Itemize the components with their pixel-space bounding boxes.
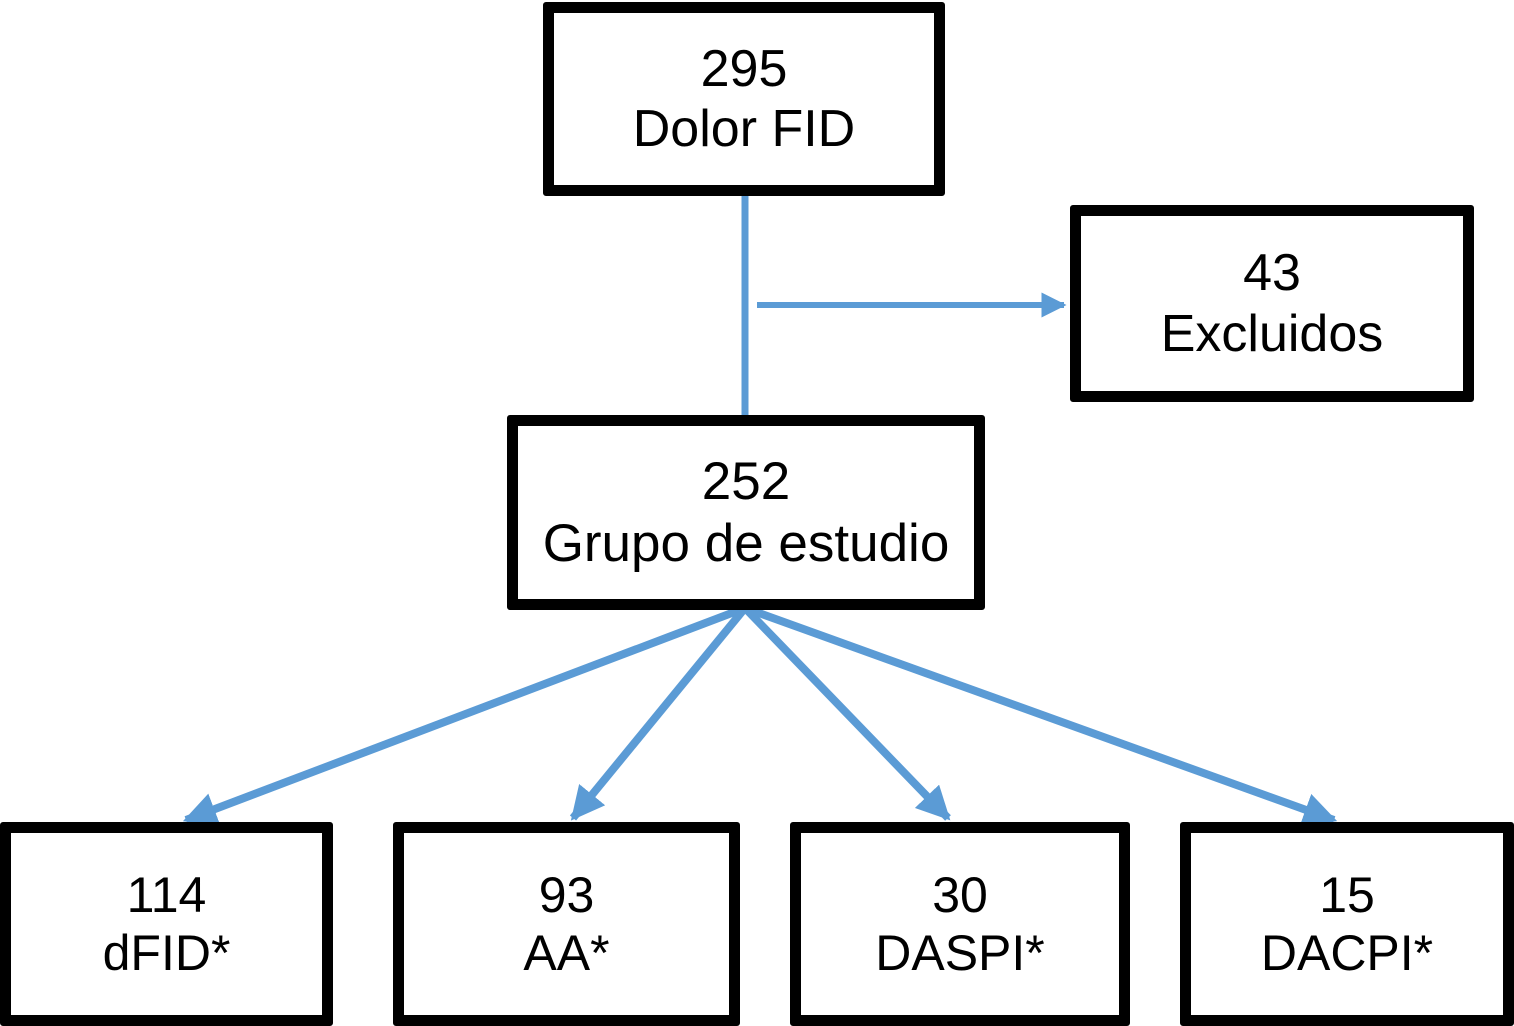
node-count: 30 [932,867,988,923]
node-label: Dolor FID [632,100,856,158]
node-label: Grupo de estudio [542,513,950,573]
node-daspi: 30 DASPI* [790,822,1130,1026]
node-count: 252 [701,452,791,512]
node-dfid: 114 dFID* [0,822,333,1026]
node-label: Excluidos [1160,304,1384,363]
node-count: 114 [126,867,207,923]
node-label: DASPI* [875,925,1045,981]
node-count: 295 [700,39,788,98]
node-excluidos: 43 Excluidos [1070,205,1474,402]
node-count: 43 [1243,244,1301,303]
node-label: AA* [523,925,610,981]
node-label: dFID* [102,925,231,981]
node-label: DACPI* [1260,925,1434,981]
edge-study-to-daspi [742,605,951,821]
edge-study-to-dfid [182,604,747,825]
node-count: 15 [1319,867,1375,923]
edge-study-to-aa [569,605,749,821]
node-dacpi: 15 DACPI* [1180,822,1514,1026]
node-dolor-fid: 295 Dolor FID [543,2,945,196]
edge-study-to-dacpi [743,604,1338,826]
node-count: 93 [538,867,595,923]
node-grupo-de-estudio: 252 Grupo de estudio [507,415,985,610]
node-aa: 93 AA* [393,822,740,1026]
